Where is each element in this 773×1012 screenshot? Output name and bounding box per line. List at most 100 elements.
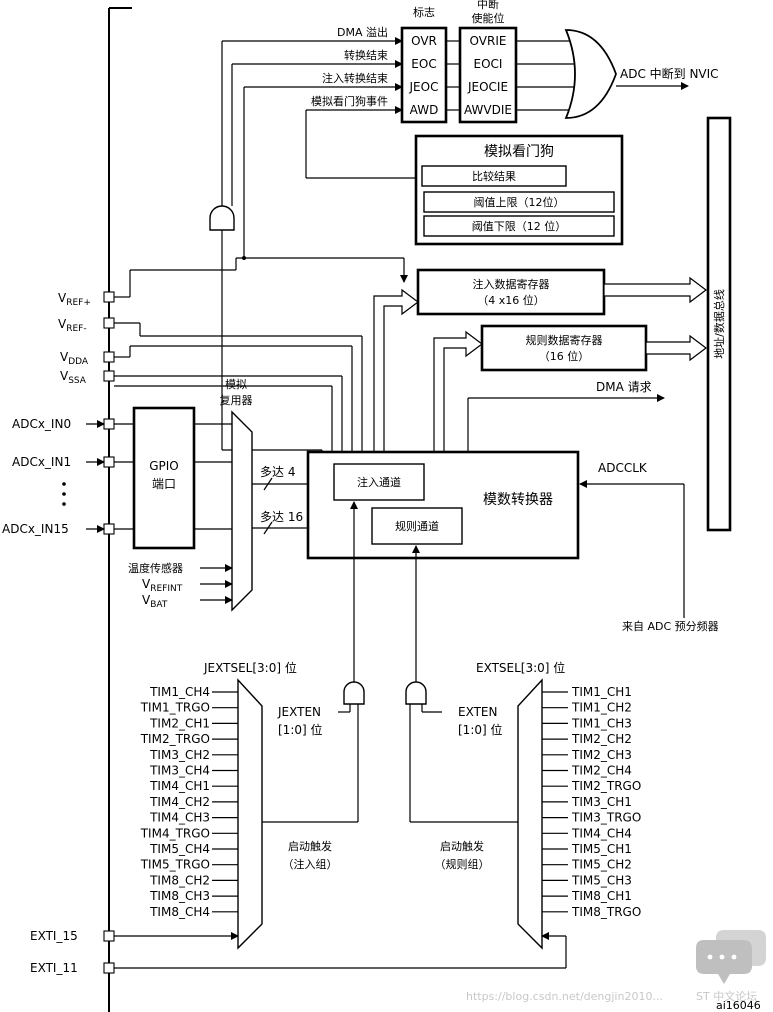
trigger-injected-line1: 启动触发 — [288, 839, 332, 853]
compare-result-label: 比较结果 — [472, 169, 516, 183]
prescaler-label: 来自 ADC 预分频器 — [622, 619, 719, 633]
regular-trigger-tim3-ch1: TIM3_CH1 — [571, 795, 632, 809]
adc-in0-label: ADCx_IN0 — [12, 417, 71, 431]
flag-awd: AWD — [410, 103, 439, 117]
injected-trigger-tim8-ch4: TIM8_CH4 — [149, 905, 210, 919]
watermark-forum: ST 中文论坛 — [696, 989, 757, 1003]
injected-trigger-tim8-ch2: TIM8_CH2 — [149, 873, 210, 887]
regular-trigger-tim2-trgo: TIM2_TRGO — [571, 779, 641, 793]
injected-trigger-tim4-ch2: TIM4_CH2 — [149, 795, 210, 809]
vdda-label: VDDA — [60, 350, 89, 367]
regular-reg-line1: 规则数据寄存器 — [526, 333, 603, 347]
ie-awvdie: AWVDIE — [464, 103, 512, 117]
injected-data-register — [416, 268, 606, 316]
injected-trigger-tim5-ch4: TIM5_CH4 — [149, 842, 210, 856]
regular-trigger-tim2-ch2: TIM2_CH2 — [571, 732, 632, 746]
injected-trigger-tim4-trgo: TIM4_TRGO — [140, 826, 210, 840]
mux-line2: 复用器 — [220, 393, 253, 407]
injected-trigger-tim3-ch2: TIM3_CH2 — [149, 748, 210, 762]
regular-trigger-tim5-ch3: TIM5_CH3 — [571, 873, 632, 887]
vref-minus-pin — [103, 317, 115, 329]
vdda-pin — [103, 351, 115, 363]
event-awd: 模拟看门狗事件 — [311, 94, 388, 108]
flags-header: 标志 — [413, 5, 435, 19]
injected-reg-line2: （4 x16 位） — [477, 293, 545, 307]
vrefint-label: VREFINT — [142, 577, 183, 594]
trigger-injected-line2: （注入组） — [283, 857, 338, 871]
vbat-label: VBAT — [142, 593, 168, 610]
flags-register — [400, 26, 448, 124]
adc-to-nvic-label: ADC 中断到 NVIC — [620, 66, 719, 81]
injected-channel-box — [333, 463, 425, 501]
adc-in15-pin — [103, 523, 115, 535]
figure-id: ai16046 — [716, 999, 761, 1012]
injected-reg-line1: 注入数据寄存器 — [473, 277, 550, 291]
converter-label: 模数转换器 — [483, 491, 553, 508]
adcclk-label: ADCCLK — [598, 461, 648, 475]
analog-mux — [231, 410, 253, 612]
address-data-bus-label: 地址/数据总线 — [712, 289, 726, 359]
ie-ovrie: OVRIE — [470, 34, 507, 48]
lower-threshold-label: 阈值下限（12 位） — [472, 219, 567, 233]
ie-jeocie: JEOCIE — [467, 80, 508, 94]
upper-threshold-label: 阈值上限（12位） — [474, 195, 565, 209]
exti15-pin — [103, 930, 115, 942]
jextsel-label: JEXTSEL[3:0] 位 — [203, 660, 297, 675]
trigger-regular-line1: 启动触发 — [440, 839, 484, 853]
watermark-url: https://blog.csdn.net/dengjin2010... — [466, 990, 663, 1003]
injected-trigger-tim4-ch3: TIM4_CH3 — [149, 811, 210, 825]
regular-trigger-tim2-ch3: TIM2_CH3 — [571, 748, 632, 762]
regular-trigger-tim1-ch3: TIM1_CH3 — [571, 716, 632, 730]
flag-eoc: EOC — [411, 57, 436, 71]
regular-trigger-tim8-trgo: TIM8_TRGO — [571, 905, 641, 919]
up-to-16-label: 多达 16 — [260, 510, 303, 524]
regular-trigger-tim1-ch1: TIM1_CH1 — [571, 685, 632, 699]
flag-jeoc: JEOC — [409, 80, 439, 94]
lower-threshold-box — [423, 215, 615, 237]
injected-trigger-tim1-trgo: TIM1_TRGO — [140, 701, 210, 715]
regular-trigger-tim3-trgo: TIM3_TRGO — [571, 811, 641, 825]
up-to-4-label: 多达 4 — [260, 465, 295, 479]
regular-trigger-mux — [517, 678, 543, 950]
event-jeoc: 注入转换结束 — [322, 71, 388, 85]
vref-plus-pin — [103, 291, 115, 303]
gpio-line2: 端口 — [152, 477, 176, 491]
exti11-label: EXTI_11 — [30, 961, 78, 975]
regular-trigger-tim5-ch2: TIM5_CH2 — [571, 858, 632, 872]
temp-sensor-label: 温度传感器 — [128, 561, 183, 575]
forum-chat-icon — [696, 940, 752, 984]
compare-result-box — [421, 165, 567, 187]
address-data-bus — [706, 116, 732, 532]
injected-trigger-tim2-ch1: TIM2_CH1 — [149, 716, 210, 730]
injected-trigger-tim8-ch3: TIM8_CH3 — [149, 889, 210, 903]
watchdog-title: 模拟看门狗 — [484, 144, 554, 160]
and-gate-top — [209, 205, 235, 231]
adc-in1-pin — [103, 456, 115, 468]
gpio-port — [132, 406, 196, 550]
upper-threshold-box — [423, 191, 615, 213]
regular-trigger-tim2-ch4: TIM2_CH4 — [571, 764, 632, 778]
event-dma-overflow: DMA 溢出 — [337, 25, 388, 39]
trigger-regular-line2: （规则组） — [435, 857, 490, 871]
or-gate — [564, 29, 617, 119]
exten-line2: [1:0] 位 — [458, 722, 503, 737]
jexten-line2: [1:0] 位 — [278, 722, 323, 737]
dma-request-label: DMA 请求 — [596, 380, 652, 394]
regular-channel-label: 规则通道 — [395, 519, 439, 533]
adc-in1-label: ADCx_IN1 — [12, 455, 71, 469]
gpio-line1: GPIO — [149, 459, 179, 473]
injected-channel-label: 注入通道 — [357, 475, 401, 489]
injected-trigger-tim2-trgo: TIM2_TRGO — [140, 732, 210, 746]
ie-header-line1: 中断 — [477, 0, 499, 11]
injected-trigger-tim4-ch1: TIM4_CH1 — [149, 779, 210, 793]
regular-trigger-tim1-ch2: TIM1_CH2 — [571, 701, 632, 715]
injected-trigger-tim5-trgo: TIM5_TRGO — [140, 858, 210, 872]
exti15-label: EXTI_15 — [30, 929, 78, 943]
jexten-line1: JEXTEN — [277, 705, 321, 719]
exten-and-gate — [405, 681, 427, 705]
injected-trigger-list: TIM1_CH4TIM1_TRGOTIM2_CH1TIM2_TRGOTIM3_C… — [140, 685, 238, 919]
regular-trigger-tim8-ch1: TIM8_CH1 — [571, 889, 632, 903]
adc-in0-pin — [103, 418, 115, 430]
exten-line1: EXTEN — [458, 705, 497, 719]
vref-minus-label: VREF- — [58, 317, 87, 334]
